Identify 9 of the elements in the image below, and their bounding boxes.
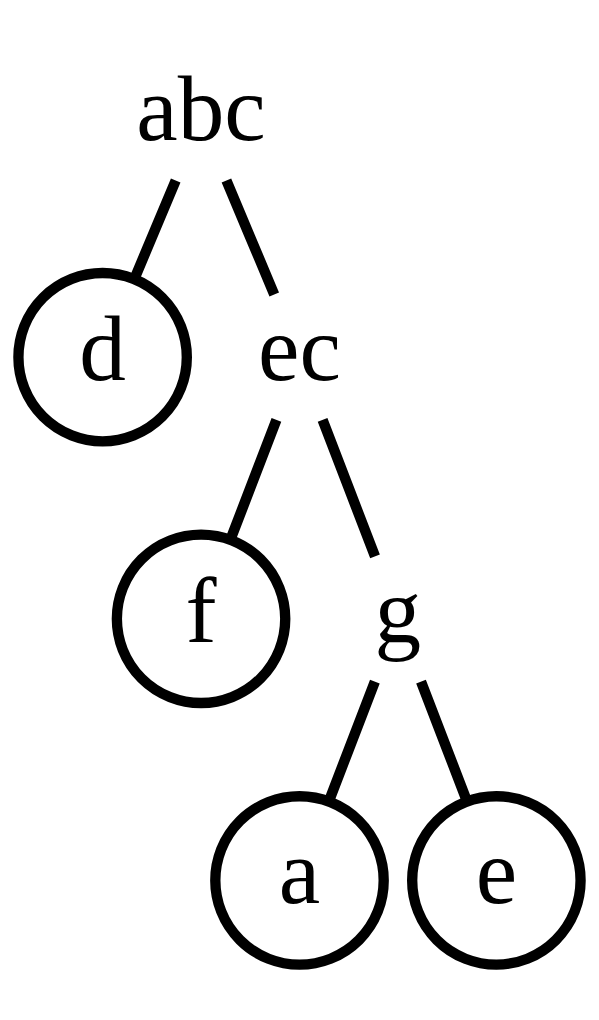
- connector: [221, 178, 279, 297]
- node-text: ec: [258, 296, 341, 400]
- node-text: g: [374, 558, 422, 662]
- node-circle: e: [407, 791, 586, 970]
- connector: [317, 418, 380, 559]
- node-circle: a: [210, 791, 389, 970]
- node-text: abc: [136, 57, 266, 161]
- node-circle: f: [111, 529, 291, 709]
- node-circle: d: [13, 267, 192, 447]
